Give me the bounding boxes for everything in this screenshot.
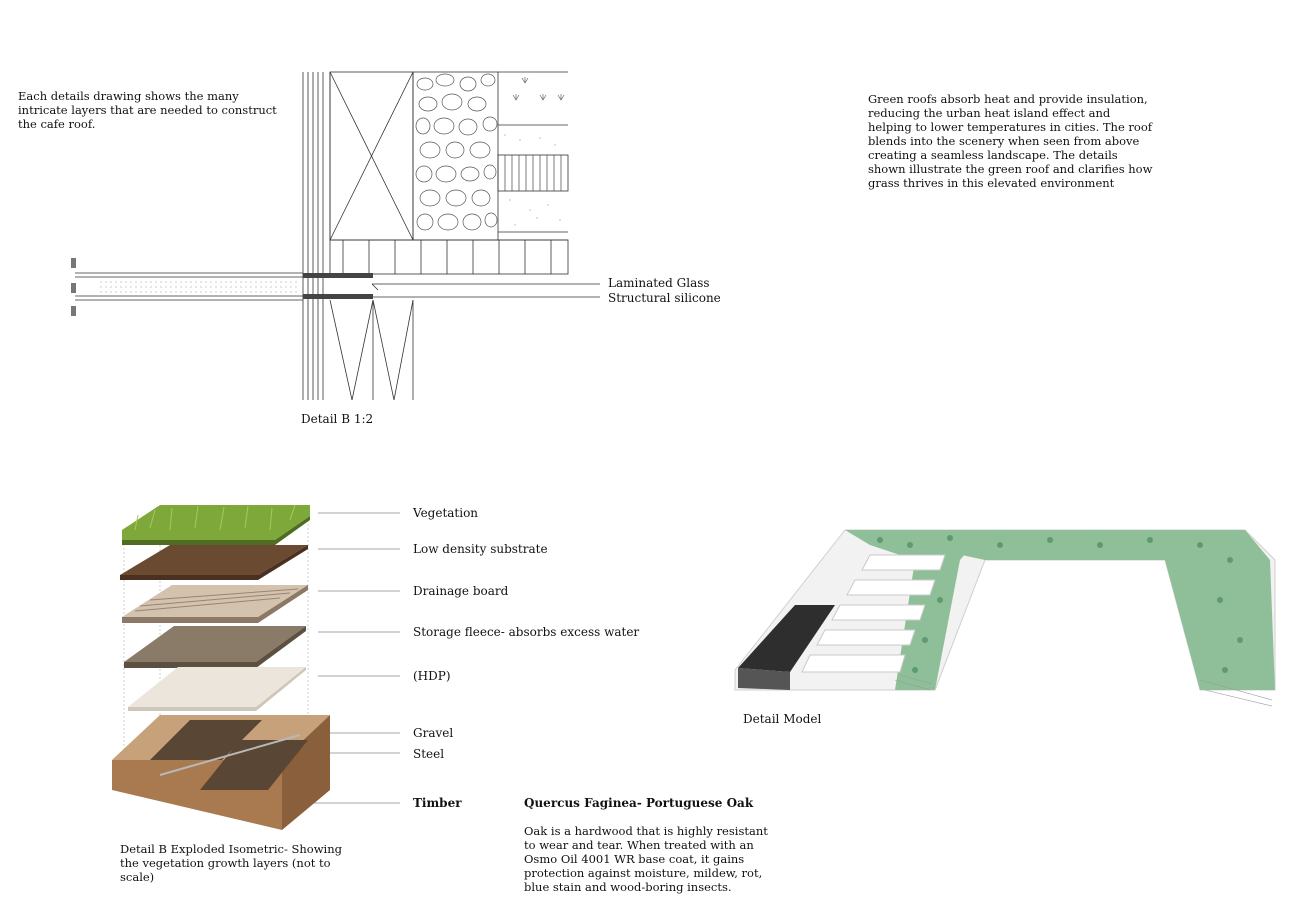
layer-label-vegetation: Vegetation [413,506,479,520]
label-structural-silicone: Structural silicone [608,291,721,305]
section-detail-caption: Detail B 1:2 [301,412,374,426]
model-caption: Detail Model [743,712,822,726]
layer-label-steel: Steel [413,747,445,761]
layer-label-drainage-board: Drainage board [413,584,509,598]
layer-label-storage-fleece: Storage fleece- absorbs excess water [413,625,640,639]
exploded-caption: Detail B Exploded Isometric- Showing the… [120,842,343,884]
layer-label-substrate: Low density substrate [413,542,548,556]
oak-title: Quercus Faginea- Portuguese Oak [524,796,754,810]
layer-label-timber: Timber [413,796,462,810]
green-roof-text: Green roofs absorb heat and provide insu… [868,92,1153,190]
oak-body: Oak is a hardwood that is highly resista… [524,824,768,894]
intro-text: Each details drawing shows the many intr… [18,89,277,131]
label-laminated-glass: Laminated Glass [608,276,710,290]
layer-label-gravel: Gravel [413,726,454,740]
layer-label-hdp: (HDP) [413,669,451,683]
